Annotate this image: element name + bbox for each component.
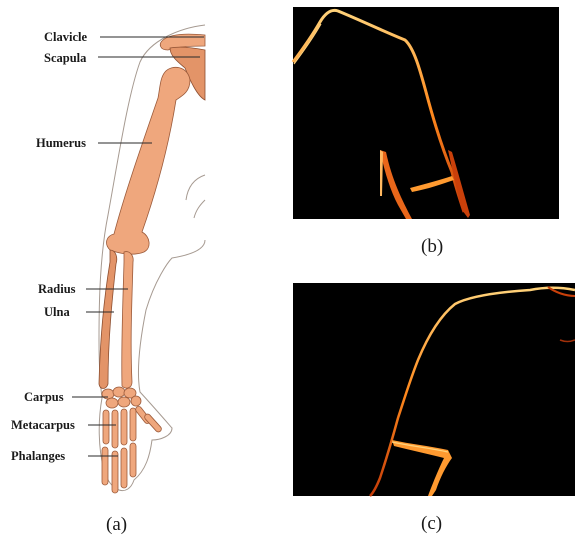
humerus-bone <box>107 67 190 254</box>
radius-bone <box>122 252 133 388</box>
label-carpus: Carpus <box>24 390 64 404</box>
ulna-bone <box>99 250 117 389</box>
label-clavicle: Clavicle <box>44 30 87 44</box>
label-phalanges: Phalanges <box>11 449 65 463</box>
label-metacarpus: Metacarpus <box>11 418 75 432</box>
panel-label-c: (c) <box>421 513 442 534</box>
label-scapula: Scapula <box>44 51 87 65</box>
edge-map-panel-c <box>293 283 575 496</box>
torso-outline <box>186 175 205 200</box>
hand-bones <box>102 405 163 493</box>
label-radius: Radius <box>38 282 76 296</box>
panel-label-b: (b) <box>421 236 443 257</box>
panel-label-a: (a) <box>106 514 127 535</box>
label-ulna: Ulna <box>44 305 70 319</box>
edge-map-background <box>293 283 575 496</box>
edge-map-panel-b <box>293 7 559 219</box>
arm-skeleton-illustration: Clavicle Scapula Humerus Radius Ulna Car… <box>11 25 205 493</box>
label-humerus: Humerus <box>36 136 86 150</box>
